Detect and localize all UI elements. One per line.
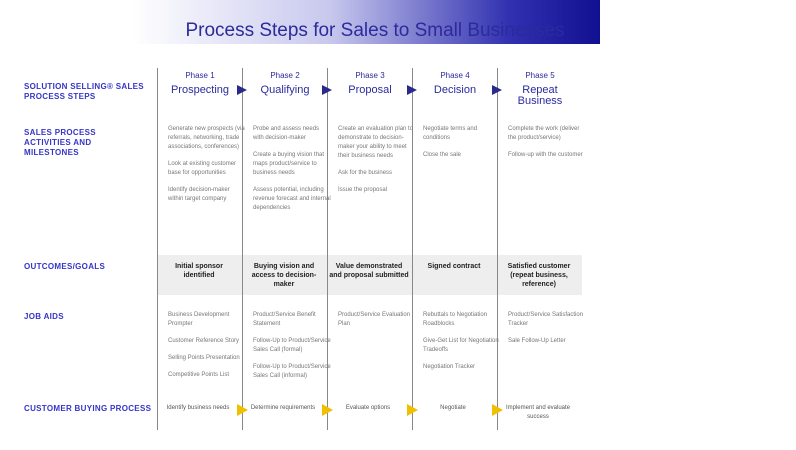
job-aid-link[interactable]: Business Development Prompter xyxy=(168,312,230,327)
activity-item: Identify decision-maker within target co… xyxy=(168,187,230,202)
row-label-outcomes: OUTCOMES/GOALS xyxy=(24,262,106,271)
phase-number: Phase 2 xyxy=(270,71,300,80)
job-aid-link[interactable]: Product/Service Evaluation Plan xyxy=(338,312,411,327)
job-aid-link[interactable]: Negotiation Tracker xyxy=(423,364,476,370)
row-label-job-aids: JOB AIDS xyxy=(24,312,64,321)
outcome-cell: Value demonstrated and proposal submitte… xyxy=(329,263,409,279)
job-aid-link[interactable]: Product/Service Satisfaction Tracker xyxy=(508,312,584,327)
phase-header: Phase 1 Prospecting xyxy=(161,71,239,96)
buying-arrow-icon xyxy=(322,404,333,416)
activities-cell: Complete the work (deliver the product/s… xyxy=(508,125,586,168)
buying-arrow-icon xyxy=(237,404,248,416)
phase-arrow-icon xyxy=(492,85,502,95)
phase-name: Repeat Business xyxy=(517,84,563,107)
job-aid-link[interactable]: Product/Service Benefit Statement xyxy=(253,312,316,327)
row-label-steps: SOLUTION SELLING® SALES PROCESS STEPS xyxy=(24,82,144,101)
phase-header: Phase 5 Repeat Business xyxy=(501,71,579,107)
column-divider xyxy=(157,68,158,430)
job-aid-link[interactable]: Rebuttals to Negotiation Roadblocks xyxy=(423,312,488,327)
activity-item: Create an evaluation plan to demonstrate… xyxy=(338,126,414,159)
activity-item: Create a buying vision that maps product… xyxy=(253,152,325,176)
job-aid-link[interactable]: Follow-Up to Product/Service Sales Call … xyxy=(253,364,331,379)
outcome-cell: Satisfied customer (repeat business, ref… xyxy=(507,263,571,288)
outcome-cell: Signed contract xyxy=(427,263,481,270)
phase-name: Prospecting xyxy=(170,84,230,96)
outcomes-band xyxy=(157,255,582,295)
row-label-buying: CUSTOMER BUYING PROCESS xyxy=(24,404,152,413)
column-divider xyxy=(497,68,498,430)
page-title: Process Steps for Sales to Small Busines… xyxy=(185,20,565,41)
phase-header: Phase 3 Proposal xyxy=(331,71,409,96)
phase-number: Phase 4 xyxy=(440,71,470,80)
activities-cell: Create an evaluation plan to demonstrate… xyxy=(338,125,416,203)
outcome-cell: Initial sponsor identified xyxy=(175,263,223,279)
activity-item: Generate new prospects (via referrals, n… xyxy=(168,126,245,150)
phase-header: Phase 4 Decision xyxy=(416,71,494,96)
activity-item: Issue the proposal xyxy=(338,187,388,193)
job-aid-link[interactable]: Customer Reference Story xyxy=(168,338,240,344)
column-divider xyxy=(412,68,413,430)
buying-step: Implement and evaluate success xyxy=(505,405,571,420)
activity-item: Negotiate terms and conditions xyxy=(423,126,478,141)
column-divider xyxy=(242,68,243,430)
buying-arrow-icon xyxy=(407,404,418,416)
job-aids-cell: Product/Service Evaluation Plan xyxy=(338,311,416,337)
phase-name: Qualifying xyxy=(260,84,310,96)
phase-name: Proposal xyxy=(348,84,392,96)
buying-step: Identify business needs xyxy=(166,405,230,411)
phase-name: Decision xyxy=(433,84,477,96)
job-aid-link[interactable]: Selling Points Presentation xyxy=(168,355,240,361)
job-aid-link[interactable]: Sale Follow-Up Letter xyxy=(508,338,566,344)
job-aid-link[interactable]: Give-Get List for Negotiation Tradeoffs xyxy=(423,338,499,353)
buying-arrow-icon xyxy=(492,404,503,416)
phase-arrow-icon xyxy=(407,85,417,95)
phase-number: Phase 3 xyxy=(355,71,385,80)
activity-item: Follow-up with the customer xyxy=(508,152,583,158)
title-banner xyxy=(0,0,600,44)
activities-cell: Probe and assess needs with decision-mak… xyxy=(253,125,331,221)
activity-item: Close the sale xyxy=(423,152,462,158)
row-label-activities: SALES PROCESS ACTIVITIES AND MILESTONES xyxy=(24,128,96,157)
phase-arrow-icon xyxy=(237,85,247,95)
activity-item: Probe and assess needs with decision-mak… xyxy=(253,126,320,141)
outcome-cell: Buying vision and access to decision-mak… xyxy=(251,263,317,288)
buying-step: Evaluate options xyxy=(345,405,391,411)
activity-item: Complete the work (deliver the product/s… xyxy=(508,126,580,141)
job-aid-link[interactable]: Competitive Points List xyxy=(168,372,230,378)
activities-cell: Generate new prospects (via referrals, n… xyxy=(168,125,246,212)
activity-item: Assess potential, including revenue fore… xyxy=(253,187,331,211)
job-aid-link[interactable]: Follow-Up to Product/Service Sales Call … xyxy=(253,338,331,353)
phase-number: Phase 1 xyxy=(185,71,215,80)
buying-step: Negotiate xyxy=(440,405,466,411)
phase-header: Phase 2 Qualifying xyxy=(246,71,324,96)
activity-item: Look at existing customer base for oppor… xyxy=(168,161,237,176)
phase-number: Phase 5 xyxy=(525,71,555,80)
activity-item: Ask for the business xyxy=(338,170,393,176)
buying-step: Determine requirements xyxy=(250,405,316,411)
column-divider xyxy=(327,68,328,430)
phase-arrow-icon xyxy=(322,85,332,95)
